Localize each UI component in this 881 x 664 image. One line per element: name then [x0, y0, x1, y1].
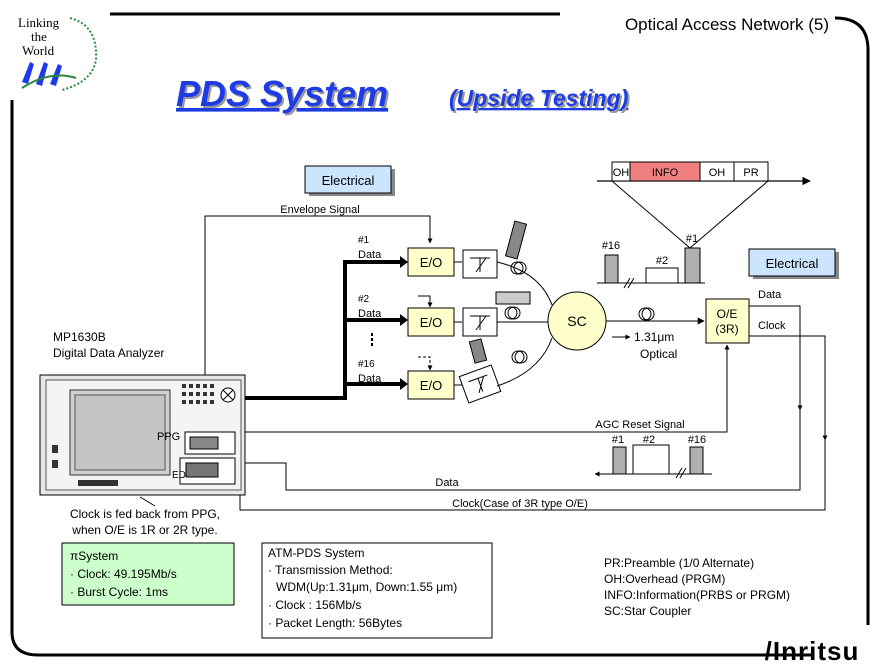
svg-text:Electrical: Electrical	[766, 256, 819, 271]
svg-text:#1: #1	[686, 233, 698, 245]
envelope-arrow-2	[418, 295, 433, 308]
connector-block-1	[504, 220, 528, 260]
svg-text:Data: Data	[358, 373, 382, 385]
svg-text:1.31μm: 1.31μm	[634, 330, 674, 344]
svg-text:Data: Data	[435, 477, 459, 489]
channel-labels: #1 Data #2 Data #16 Data	[358, 235, 382, 385]
oe-outputs: Data Clock	[749, 289, 828, 441]
fibers-to-sc	[496, 261, 553, 387]
svg-text:· Burst Cycle: 1ms: · Burst Cycle: 1ms	[70, 585, 168, 599]
analyzer-label: MP1630B Digital Data Analyzer	[53, 330, 164, 360]
upper-burst-diagram: #16 #2 #1	[597, 233, 705, 289]
logo-text-3: World	[22, 43, 55, 58]
agc-reset-signal: AGC Reset Signal	[240, 344, 730, 433]
svg-text:· Transmission Method:: · Transmission Method:	[268, 563, 393, 577]
envelope-arrow-16	[418, 356, 433, 371]
wavelength-label: 1.31μm Optical	[612, 330, 677, 361]
svg-text:PR:Preamble (1/0 Alternate): PR:Preamble (1/0 Alternate)	[604, 556, 754, 570]
svg-text:OH:Overhead (PRGM): OH:Overhead (PRGM)	[604, 572, 725, 586]
data-bus-arrows	[371, 256, 408, 390]
svg-text:#1: #1	[612, 434, 624, 446]
svg-text:ATM-PDS System: ATM-PDS System	[268, 546, 364, 560]
eo-box-2: E/O	[407, 307, 455, 337]
frame-info: INFO	[652, 167, 679, 179]
svg-text:E/O: E/O	[420, 315, 442, 330]
clock-feedback-note: Clock is fed back from PPG, when O/E is …	[70, 496, 220, 537]
return-lines: Data Clock(Case of 3R type O/E)	[229, 410, 826, 511]
svg-text:Data: Data	[358, 249, 382, 261]
svg-text:Digital Data Analyzer: Digital Data Analyzer	[53, 346, 164, 360]
envelope-signal: Envelope Signal	[204, 204, 433, 420]
frame-oh-2: OH	[709, 167, 726, 179]
legend: PR:Preamble (1/0 Alternate) OH:Overhead …	[604, 556, 790, 618]
svg-text:E/O: E/O	[420, 255, 442, 270]
connector-block-2	[495, 291, 531, 305]
frame-oh-1: OH	[613, 167, 630, 179]
svg-text:#16: #16	[602, 240, 620, 252]
connector-block-16	[468, 338, 488, 364]
linking-world-logo: Linking the World	[18, 15, 98, 91]
ed-label: ED	[172, 470, 186, 481]
svg-text:#2: #2	[358, 294, 370, 305]
svg-text:Clock(Case of 3R type O/E): Clock(Case of 3R type O/E)	[452, 498, 588, 510]
eo-box-16: E/O	[407, 370, 455, 400]
lower-burst-diagram: #1 #2 #16	[594, 434, 712, 479]
star-coupler: SC	[547, 291, 607, 351]
main-title: PDS System PDS System (Upside Testing) (…	[176, 73, 630, 116]
electrical-label-left: Electrical	[304, 165, 395, 196]
svg-text:when O/E is 1R or 2R type.: when O/E is 1R or 2R type.	[71, 523, 217, 537]
attenuator-16	[458, 364, 502, 404]
svg-text:SC: SC	[567, 313, 586, 329]
svg-text:πSystem: πSystem	[70, 549, 118, 563]
svg-text:Electrical: Electrical	[322, 173, 375, 188]
svg-text:#2: #2	[643, 434, 655, 446]
eo-box-1: E/O	[407, 247, 455, 277]
main-title-text: PDS System	[176, 73, 388, 114]
attenuator-2	[462, 307, 498, 337]
svg-text:INFO:Information(PRBS or PRGM): INFO:Information(PRBS or PRGM)	[604, 588, 790, 602]
atm-pds-box: ATM-PDS System · Transmission Method: WD…	[261, 542, 493, 639]
svg-text:Clock is fed back from PPG,: Clock is fed back from PPG,	[70, 507, 220, 521]
svg-text:Optical: Optical	[640, 347, 677, 361]
svg-text:#16: #16	[358, 359, 375, 370]
svg-text:Clock: Clock	[758, 320, 786, 332]
pi-system-box: πSystem · Clock: 49.195Mb/s · Burst Cycl…	[61, 542, 235, 606]
mp1630b-analyzer: PPG ED	[39, 374, 246, 496]
svg-text:· Clock: 49.195Mb/s: · Clock: 49.195Mb/s	[70, 567, 177, 581]
svg-text:· Packet Length: 56Bytes: · Packet Length: 56Bytes	[268, 616, 402, 630]
svg-text:O/E: O/E	[717, 307, 738, 321]
svg-text:(3R): (3R)	[715, 322, 738, 336]
frame-pr: PR	[743, 167, 758, 179]
frame-format: OH INFO OH PR	[597, 161, 811, 249]
page-title: Optical Access Network (5)	[625, 15, 829, 34]
page-frame	[10, 12, 870, 657]
electrical-label-right: Electrical	[748, 248, 839, 279]
main-subtitle-text: (Upside Testing)	[449, 85, 628, 111]
svg-text:Data: Data	[758, 289, 782, 301]
svg-text:#16: #16	[688, 434, 706, 446]
svg-text:· Clock : 156Mb/s: · Clock : 156Mb/s	[268, 598, 361, 612]
svg-text:SC:Star Coupler: SC:Star Coupler	[604, 604, 691, 618]
svg-text:(Upside Testing): (Upside Testing)	[451, 87, 630, 113]
svg-text:Data: Data	[358, 308, 382, 320]
fiber-coils	[504, 261, 655, 364]
eo-connectors	[454, 261, 462, 386]
svg-text:#1: #1	[358, 235, 370, 246]
svg-text:MP1630B: MP1630B	[53, 330, 106, 344]
oe-box: O/E (3R)	[705, 298, 750, 344]
anritsu-logo: /Inritsu	[765, 636, 860, 664]
svg-text:#2: #2	[656, 255, 668, 267]
logo-text-2: the	[31, 29, 47, 44]
svg-text:PDS System: PDS System	[178, 75, 390, 116]
svg-text:AGC Reset Signal: AGC Reset Signal	[595, 419, 684, 431]
svg-text:WDM(Up:1.31μm, Down:1.55 μm): WDM(Up:1.31μm, Down:1.55 μm)	[276, 580, 457, 594]
svg-text:Envelope Signal: Envelope Signal	[280, 204, 360, 216]
logo-text-1: Linking	[18, 15, 60, 30]
attenuator-1	[462, 249, 498, 279]
svg-text:E/O: E/O	[420, 378, 442, 393]
ppg-label: PPG	[157, 431, 180, 443]
